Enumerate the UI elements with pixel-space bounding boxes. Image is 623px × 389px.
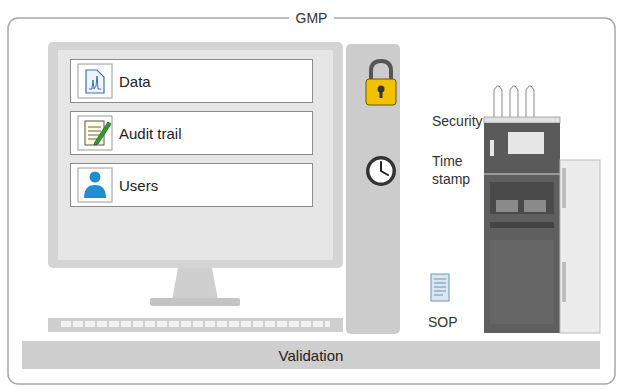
security-label: Security xyxy=(432,112,552,130)
box-text: Users xyxy=(119,164,158,206)
box-text: Data xyxy=(119,60,151,102)
sop-label: SOP xyxy=(428,313,488,331)
gmp-frame-node: GMPDataAudit trailUsersValidation xyxy=(8,18,615,384)
monitor-neck xyxy=(172,268,218,300)
data-icon xyxy=(78,64,112,98)
box-text: Audit trail xyxy=(119,112,182,154)
instrument xyxy=(484,86,600,333)
box-ground xyxy=(70,111,313,155)
keyboard xyxy=(48,318,343,332)
screen-box: Data xyxy=(70,59,313,103)
gmp-frame xyxy=(8,18,615,384)
screen-box: Users xyxy=(70,163,313,207)
users-icon xyxy=(78,168,112,202)
validation-bar: Validation xyxy=(22,341,600,369)
clock-icon xyxy=(366,156,396,186)
screen-box: Audit trail xyxy=(70,111,313,155)
time-stamp-label: Time stamp xyxy=(432,152,484,188)
screen-box-grounds xyxy=(70,59,313,207)
box-text: Validation xyxy=(279,347,344,364)
sop-document xyxy=(431,274,449,301)
frame-title-holder: GMP xyxy=(8,9,615,27)
frame-title: GMP xyxy=(289,10,335,26)
monitor xyxy=(48,42,343,332)
keyboard-keys xyxy=(60,321,330,329)
monitor-foot xyxy=(150,298,240,306)
box-ground xyxy=(70,59,313,103)
box-ground xyxy=(70,163,313,207)
security-column xyxy=(346,44,400,334)
lock-icon xyxy=(366,61,396,105)
monitor-bezel xyxy=(48,42,343,268)
audit-trail-icon xyxy=(78,116,112,150)
monitor-screen xyxy=(58,50,333,260)
